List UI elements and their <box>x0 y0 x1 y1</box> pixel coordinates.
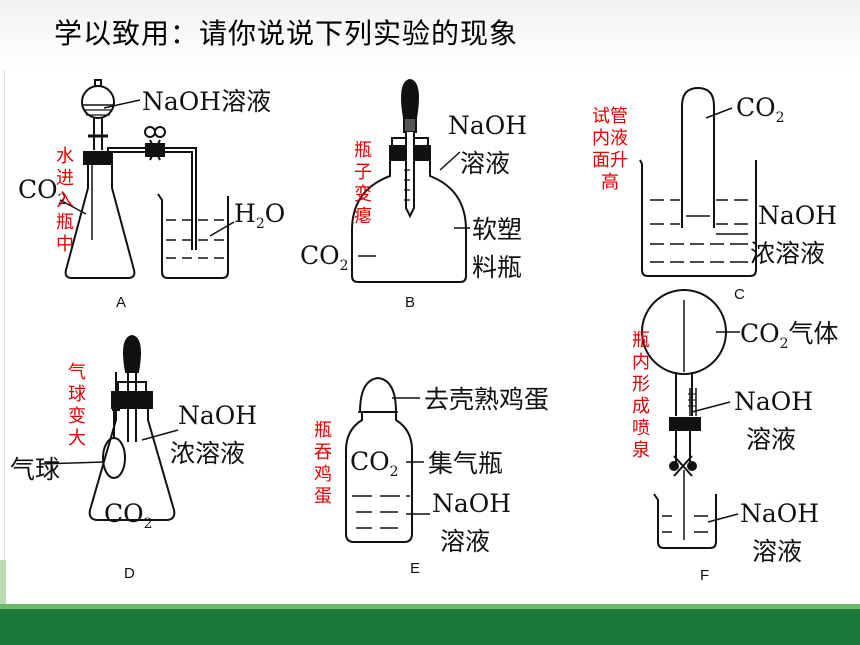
annotation-b: 瓶子变瘪 <box>354 140 372 227</box>
label-naoh-e: NaOH <box>432 489 511 518</box>
dropper-bulb-d <box>123 334 141 373</box>
label-naoh-b: NaOH <box>448 111 527 140</box>
label-gas-jar-e: 集气瓶 <box>428 449 503 478</box>
label-naoh-solution-a: NaOH溶液 <box>142 87 271 116</box>
label-co2-gas-f: CO2气体 <box>740 319 839 352</box>
dropper-bulb-b <box>401 78 419 119</box>
label-naoh-f-lower: NaOH <box>740 499 819 528</box>
beaker-c <box>639 159 757 277</box>
beaker-a <box>157 193 229 279</box>
label-co2-d: CO2 <box>104 499 153 532</box>
label-solution-e: 溶液 <box>440 527 490 556</box>
caption-e: E <box>410 560 420 577</box>
apparatus-a <box>59 79 235 279</box>
label-co2-a: CO2 <box>18 175 67 208</box>
slide-header-background <box>0 0 860 70</box>
caption-f: F <box>700 567 709 584</box>
label-co2-c: CO2 <box>736 93 785 126</box>
balloon-d <box>102 437 126 479</box>
label-naoh-f-upper: NaOH <box>734 387 813 416</box>
label-conc-solution-c: 浓溶液 <box>750 239 825 268</box>
apparatus-e <box>345 376 430 543</box>
annotation-f: 瓶内形成喷泉 <box>632 330 650 461</box>
apparatus-f <box>641 289 740 549</box>
label-naoh-c: NaOH <box>758 201 837 230</box>
footer-band-highlight <box>0 604 860 609</box>
annotation-e: 瓶吞鸡蛋 <box>314 420 332 507</box>
footer-band <box>0 604 860 645</box>
caption-b: B <box>405 294 415 311</box>
label-solution-f-lower: 溶液 <box>752 537 802 566</box>
egg-e <box>358 376 398 413</box>
conical-flask-a <box>64 164 136 279</box>
label-co2-e: CO2 <box>350 447 399 480</box>
decorative-strip <box>0 560 6 604</box>
label-bottle-b: 料瓶 <box>472 253 522 282</box>
label-soft-plastic-b: 软塑 <box>472 215 522 244</box>
label-co2-b: CO2 <box>300 241 349 274</box>
apparatus-d <box>39 334 179 521</box>
caption-a: A <box>116 294 126 311</box>
label-h2o-a: H2O <box>234 199 285 232</box>
annotation-a: 水进入瓶中 <box>56 146 74 255</box>
label-balloon-d: 气球 <box>10 455 60 484</box>
label-solution-b: 溶液 <box>460 149 510 178</box>
apparatus-c <box>639 86 757 277</box>
test-tube-c <box>681 86 715 228</box>
annotation-c: 试管内液面升高 <box>592 106 628 193</box>
apparatus-b <box>351 78 470 283</box>
caption-d: D <box>124 565 135 582</box>
annotation-d: 气球变大 <box>68 362 86 449</box>
conical-flask-d <box>88 408 176 521</box>
label-conc-solution-d: 浓溶液 <box>170 439 245 468</box>
label-solution-f-upper: 溶液 <box>746 425 796 454</box>
gas-jar-e <box>345 412 413 543</box>
caption-c: C <box>734 286 745 303</box>
plastic-bottle-b <box>351 160 467 283</box>
slide-title: 学以致用：请你说说下列实验的现象 <box>54 17 519 50</box>
label-egg-e: 去壳熟鸡蛋 <box>424 385 549 414</box>
funnel-bulb <box>81 85 115 119</box>
beaker-f <box>653 493 717 549</box>
label-naoh-d: NaOH <box>178 401 257 430</box>
